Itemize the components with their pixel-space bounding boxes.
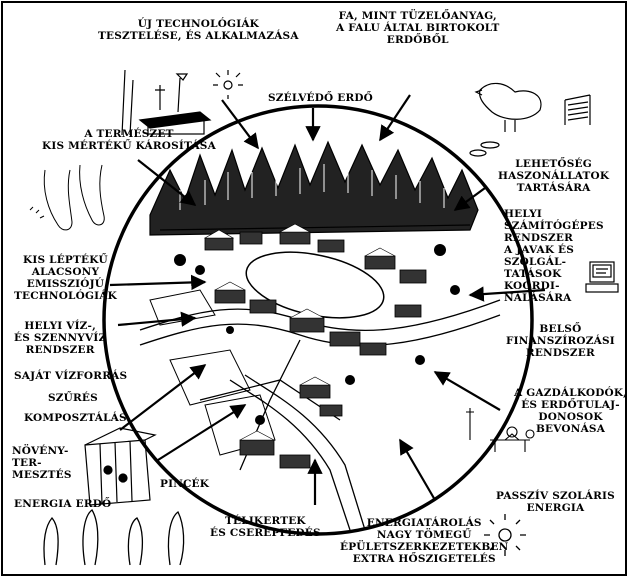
sun-sketch — [484, 514, 526, 556]
arrow-nature — [137, 159, 197, 206]
arrow-computer — [468, 286, 546, 302]
arrow-compost — [119, 364, 207, 431]
arrow-water — [117, 311, 197, 327]
arrow-farmers — [433, 371, 501, 411]
label-wood-fuel: FA, MINT TÜZELŐANYAG,A FALU ÁLTAL BIRTOK… — [336, 10, 500, 46]
label-filtering: SZŰRÉS — [48, 392, 98, 404]
label-own-water-source: SAJÁT VÍZFORRÁS — [14, 370, 128, 382]
village-illustration — [139, 140, 501, 531]
arrows — [109, 94, 546, 505]
arrow-new-tech — [221, 99, 259, 150]
label-plant-growing: NÖVÉNY-TER-MESZTÉS — [12, 445, 72, 481]
arrow-wood-fuel — [379, 94, 411, 142]
feet-sketch — [29, 164, 105, 231]
tech-hut-sketch — [121, 69, 243, 136]
arrow-low-emission — [109, 274, 207, 291]
label-energy-forest: ENERGIA ERDŐ — [14, 498, 112, 510]
arrow-energy-storage — [399, 438, 436, 501]
computer-sketch — [585, 261, 619, 293]
label-cellars: PINCÉK — [160, 478, 210, 490]
arrow-livestock — [453, 187, 486, 211]
chicken-sketch — [469, 82, 591, 157]
label-composting: KOMPOSZTÁLÁS — [24, 412, 127, 424]
greenhouse-sketch — [84, 427, 157, 506]
label-windbreak-forest: SZÉLVÉDŐ ERDŐ — [268, 92, 374, 104]
energy-forest-sketch — [43, 509, 185, 566]
people-table-sketch — [466, 408, 535, 452]
arrow-cellars — [157, 404, 247, 461]
